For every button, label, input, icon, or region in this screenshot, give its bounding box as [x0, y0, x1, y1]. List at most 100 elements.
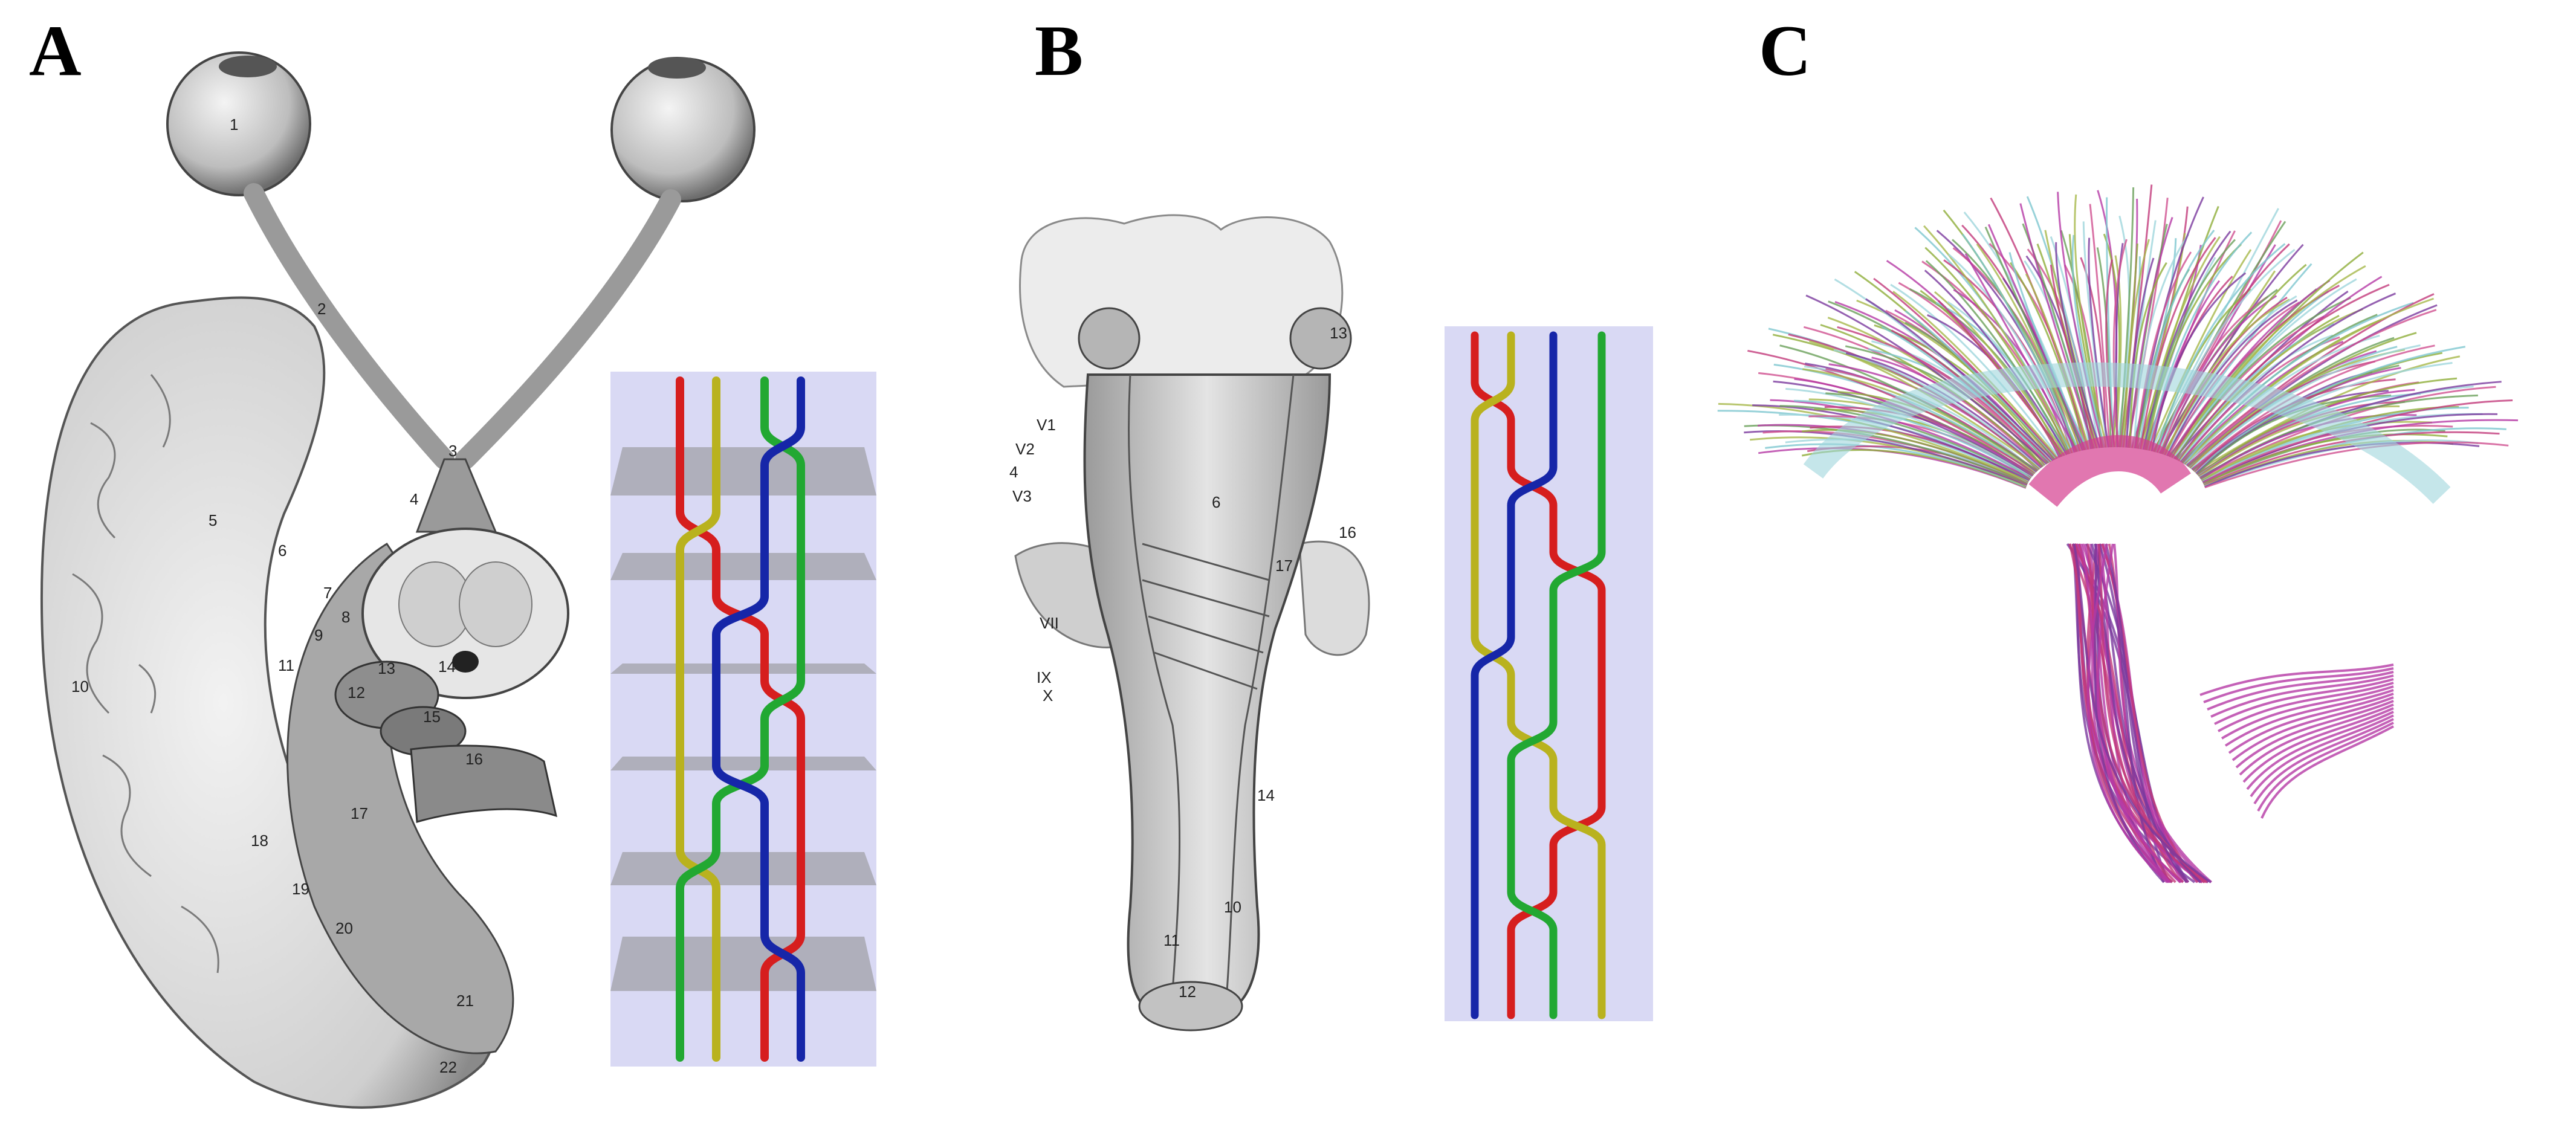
panel-label-b: B [1035, 10, 1084, 91]
streamline [2167, 302, 2300, 457]
streamline [1924, 247, 2071, 454]
streamline [2009, 262, 2088, 450]
hemisphere-sulci [72, 374, 219, 973]
streamline [2193, 346, 2466, 473]
streamline [1890, 283, 2060, 459]
streamline [2228, 693, 2394, 754]
label-a-19: 19 [292, 880, 309, 898]
label-a-7: 7 [323, 584, 332, 602]
streamline [2178, 283, 2390, 462]
streamline [1936, 230, 2076, 453]
label-a-13: 13 [378, 659, 395, 677]
streamline [2089, 204, 2111, 448]
midbrain-section [361, 528, 569, 699]
streamline [2246, 711, 2394, 790]
streamline [2155, 243, 2286, 453]
panel-a-structure-labels: 1 2 3 4 5 6 7 8 9 10 11 12 13 14 15 16 1… [71, 115, 483, 1076]
streamline [2210, 674, 2394, 718]
streamline [2080, 543, 2171, 883]
streamline [1964, 253, 2079, 453]
panel-b-structure-labels: V1 V2 4 V3 6 16 17 VII IX X 14 10 11 12 … [1009, 324, 1356, 1001]
label-a-2: 2 [317, 300, 326, 318]
streamline [2146, 244, 2242, 451]
streamline [2071, 543, 2205, 883]
streamline [1805, 294, 2048, 465]
streamline [2149, 249, 2252, 451]
brainstem-illustration: V1 V2 4 V3 6 16 17 VII IX X 14 10 11 12 … [1009, 214, 1370, 1032]
streamline [2178, 308, 2363, 462]
section-plane [610, 663, 876, 674]
streamline [2057, 192, 2104, 448]
streamline [2170, 290, 2329, 458]
fiber-crossing-schema-b [1445, 326, 1653, 1021]
label-b-vii: VII [1040, 614, 1059, 632]
streamline [2158, 248, 2296, 454]
streamline [2164, 299, 2290, 456]
streamline [2169, 279, 2331, 457]
label-a-20: 20 [335, 919, 353, 937]
streamline [2190, 344, 2421, 470]
streamline [2195, 355, 2461, 474]
optic-nerve-left [244, 183, 455, 470]
section-plane [610, 852, 876, 885]
label-a-16: 16 [465, 750, 483, 768]
streamline [2098, 543, 2166, 883]
streamline [2260, 725, 2394, 819]
streamline [2199, 663, 2394, 696]
streamline [1938, 300, 2065, 456]
streamline [2192, 344, 2435, 471]
label-b-10: 10 [1224, 898, 1241, 916]
streamline [2160, 295, 2269, 454]
tractography-streamlines [1717, 184, 2519, 883]
streamline [2242, 707, 2394, 783]
streamline [2123, 239, 2150, 448]
label-b-x: X [1043, 686, 1053, 705]
streamline [2118, 187, 2135, 448]
streamline [2140, 237, 2216, 450]
streamline [1925, 260, 2070, 455]
label-b-14: 14 [1257, 786, 1275, 804]
streamline [1765, 443, 2027, 488]
streamline [2159, 244, 2304, 454]
fiber-strands [676, 376, 806, 1062]
right-eyeball [610, 57, 756, 202]
panel-b-brainstem: V1 V2 4 V3 6 16 17 VII IX X 14 10 11 12 … [991, 0, 1680, 1130]
corpus-callosum-bundle [1803, 362, 2451, 504]
streamline [2140, 236, 2221, 450]
label-b-v3: V3 [1012, 487, 1032, 505]
label-b-6: 6 [1212, 493, 1220, 511]
streamline [2183, 302, 2414, 465]
streamline [2214, 678, 2394, 725]
panel-label-a: A [29, 10, 82, 91]
streamline [2073, 543, 2212, 883]
label-a-4: 4 [410, 490, 418, 508]
streamline [1881, 326, 2051, 463]
streamline [1834, 278, 2053, 462]
streamline [2147, 231, 2253, 451]
streamline [2231, 696, 2394, 761]
streamline [1794, 399, 2032, 479]
streamline [1820, 324, 2045, 467]
label-b-ix: IX [1037, 668, 1052, 686]
streamline [2239, 703, 2394, 776]
streamline [2055, 242, 2101, 448]
label-b-17: 17 [1275, 557, 1293, 575]
streamline [2190, 349, 2406, 470]
label-a-10: 10 [71, 677, 89, 696]
streamline [2257, 722, 2394, 812]
streamline [2019, 203, 2095, 449]
left-eyeball [166, 51, 311, 196]
streamline [2179, 334, 2333, 462]
streamline [2125, 257, 2155, 448]
streamline [2150, 208, 2279, 452]
streamline [2235, 700, 2394, 769]
schema-b-fiber [1471, 331, 1558, 1019]
streamline [1779, 405, 2031, 480]
streamline [2152, 221, 2286, 453]
streamline [2128, 217, 2173, 448]
label-a-1: 1 [230, 115, 238, 134]
streamline [2172, 265, 2366, 459]
label-a-18: 18 [251, 831, 268, 850]
streamline [2201, 421, 2432, 482]
label-a-17: 17 [351, 804, 368, 822]
